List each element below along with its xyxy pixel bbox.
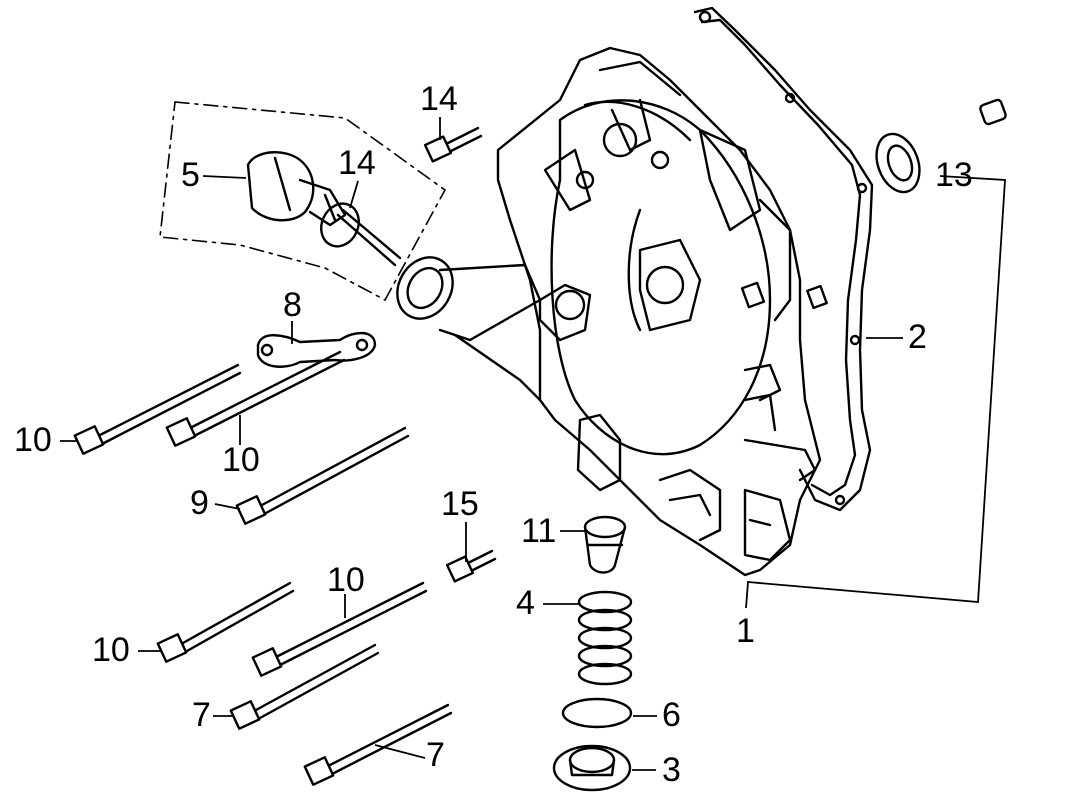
callout-2: 2 <box>908 318 927 356</box>
callout-13: 13 <box>935 156 973 194</box>
bolts <box>73 126 497 786</box>
callout-7-b: 7 <box>426 736 445 774</box>
bolt-10-c <box>156 581 295 663</box>
callout-10-b: 10 <box>222 441 260 479</box>
gasket-part-2 <box>693 6 874 512</box>
o-ring-part-6 <box>561 697 633 729</box>
bolt-10-a <box>73 363 242 455</box>
bracket-part-8 <box>256 331 377 368</box>
oil-seal-part-13 <box>875 132 921 194</box>
callout-8: 8 <box>283 286 302 324</box>
crankcase-cover-part-1 <box>496 46 828 577</box>
dipstick-part-5 <box>246 151 402 267</box>
bolt-10-d <box>251 581 428 677</box>
callout-3: 3 <box>662 751 681 789</box>
bolt-10-b <box>165 350 346 447</box>
assembly-boundary <box>159 101 447 302</box>
o-ring-part-12 <box>320 202 360 248</box>
callout-15: 15 <box>441 485 479 523</box>
bolt-9 <box>235 426 410 525</box>
filler-neck <box>396 256 542 402</box>
bolt-14 <box>423 126 483 163</box>
callout-10-d: 10 <box>92 631 130 669</box>
callout-10-c: 10 <box>327 561 365 599</box>
callout-4: 4 <box>516 584 535 622</box>
callout-7-a: 7 <box>192 696 211 734</box>
drain-plug-part-3 <box>552 744 632 792</box>
bolt-15 <box>445 549 497 583</box>
callout-14: 14 <box>420 80 458 118</box>
callout-1: 1 <box>736 612 755 650</box>
callout-12: 14 <box>338 144 376 182</box>
strainer-part-11 <box>583 515 627 574</box>
callout-9: 9 <box>190 484 209 522</box>
spring-part-4 <box>577 590 633 686</box>
bolt-7-a <box>229 643 380 730</box>
callout-6: 6 <box>662 696 681 734</box>
callout-10-a: 10 <box>14 421 52 459</box>
leader-lines <box>60 117 1006 771</box>
bolt-7-b <box>303 703 453 786</box>
callout-11: 11 <box>521 512 557 550</box>
callout-5: 5 <box>181 156 200 194</box>
dowel-pin <box>979 98 1007 126</box>
